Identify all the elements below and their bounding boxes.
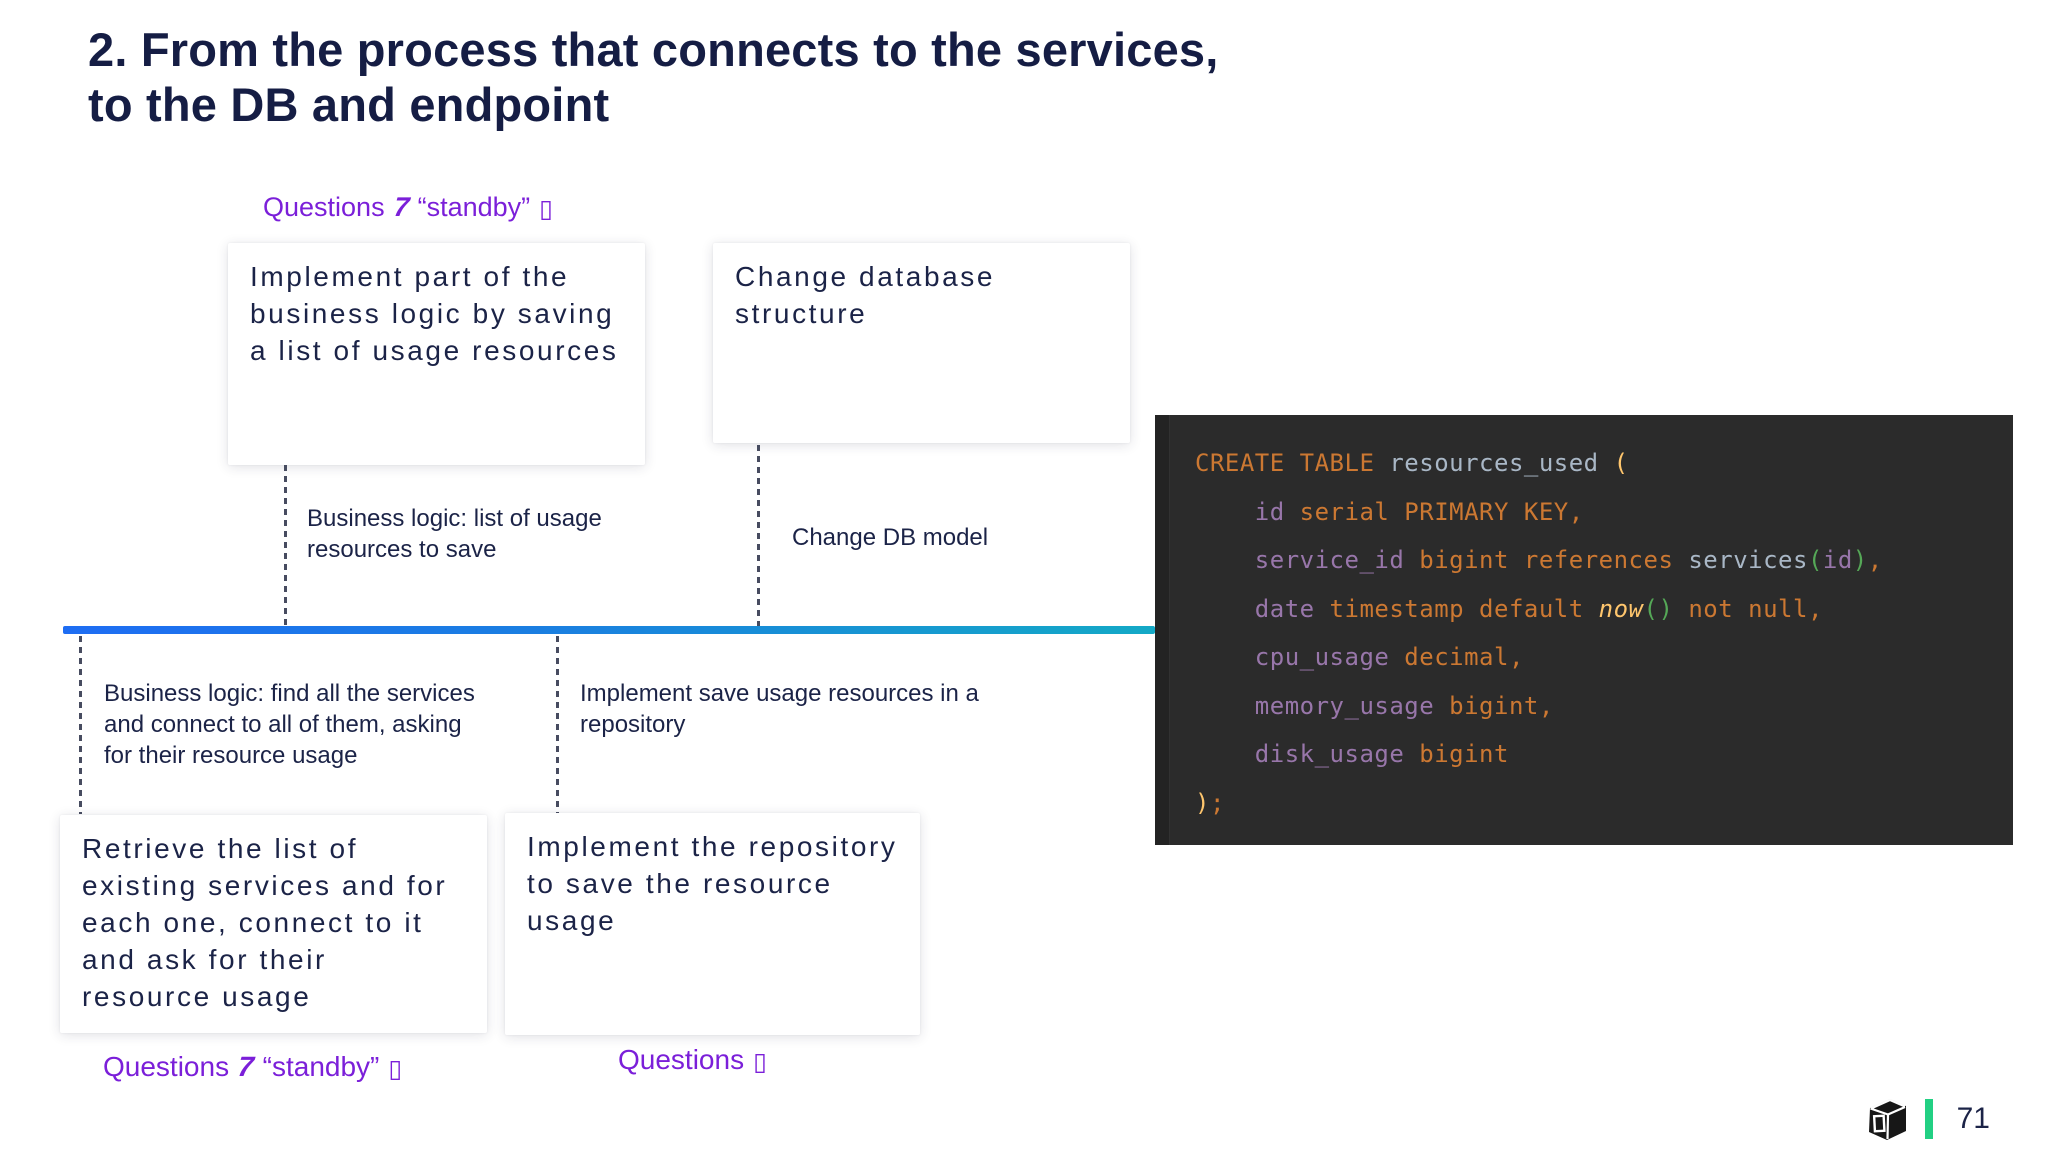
- code-line: service_id bigint references services(id…: [1254, 546, 1883, 574]
- annotation-business-logic-find-services: Business logic: find all the services an…: [104, 680, 475, 769]
- annotation-business-logic-save: Business logic: list of usage resources …: [307, 505, 602, 563]
- timeline-bar: [63, 626, 1155, 634]
- missing-glyph-icon: ▯: [388, 1055, 403, 1083]
- card-text: Change database structure: [735, 261, 996, 329]
- page-title: 2. From the process that connects to the…: [88, 22, 1648, 132]
- questions-note-bottom-mid: Questions ▯: [618, 1044, 767, 1076]
- footer-accent-bar: [1924, 1099, 1933, 1139]
- card-implement-repository: Implement the repository to save the res…: [505, 813, 920, 1035]
- sql-code-block: CREATE TABLE resources_used ( id serial …: [1155, 415, 2013, 845]
- sql-code: CREATE TABLE resources_used ( id serial …: [1195, 439, 1995, 827]
- page-title-line2: to the DB and endpoint: [88, 78, 610, 131]
- page-number: 71: [1956, 1102, 1990, 1135]
- code-line: CREATE TABLE resources_used (: [1195, 449, 1629, 477]
- missing-glyph-icon: ▯: [539, 195, 553, 223]
- connector-dashed-line: [556, 636, 559, 814]
- code-line: disk_usage bigint: [1254, 740, 1509, 768]
- page-title-line1: 2. From the process that connects to the…: [88, 23, 1219, 76]
- missing-glyph-icon: ▯: [753, 1048, 767, 1076]
- annotation-change-db-model: Change DB model: [792, 524, 989, 551]
- standby-label: “standby”: [262, 1051, 380, 1082]
- annotation-implement-save-repository: Implement save usage resources in a repo…: [580, 680, 979, 738]
- code-line: cpu_usage decimal,: [1254, 643, 1524, 671]
- arrow-glyph: 7: [236, 1051, 256, 1082]
- card-text: Implement part of the business logic by …: [250, 261, 619, 366]
- arrow-glyph: 7: [392, 192, 411, 222]
- code-line: memory_usage bigint,: [1254, 691, 1554, 720]
- code-line: id serial PRIMARY KEY,: [1254, 497, 1584, 526]
- card-text: Retrieve the list of existing services a…: [82, 833, 448, 1012]
- code-line: );: [1195, 788, 1225, 817]
- card-change-database-structure: Change database structure: [713, 243, 1130, 443]
- card-retrieve-services: Retrieve the list of existing services a…: [60, 815, 487, 1033]
- card-implement-business-logic: Implement part of the business logic by …: [228, 243, 645, 465]
- questions-label: Questions: [618, 1044, 745, 1075]
- card-text: Implement the repository to save the res…: [527, 831, 898, 936]
- connector-dashed-line: [757, 445, 760, 627]
- cube-logo-icon: [1868, 1098, 1906, 1140]
- connector-dashed-line: [79, 636, 82, 814]
- connector-dashed-line: [284, 465, 287, 627]
- standby-label: “standby”: [417, 192, 531, 222]
- questions-label: Questions: [103, 1051, 230, 1082]
- footer: 71: [1865, 1096, 1990, 1142]
- questions-label: Questions: [263, 192, 385, 222]
- code-line: date timestamp default now() not null,: [1254, 594, 1823, 623]
